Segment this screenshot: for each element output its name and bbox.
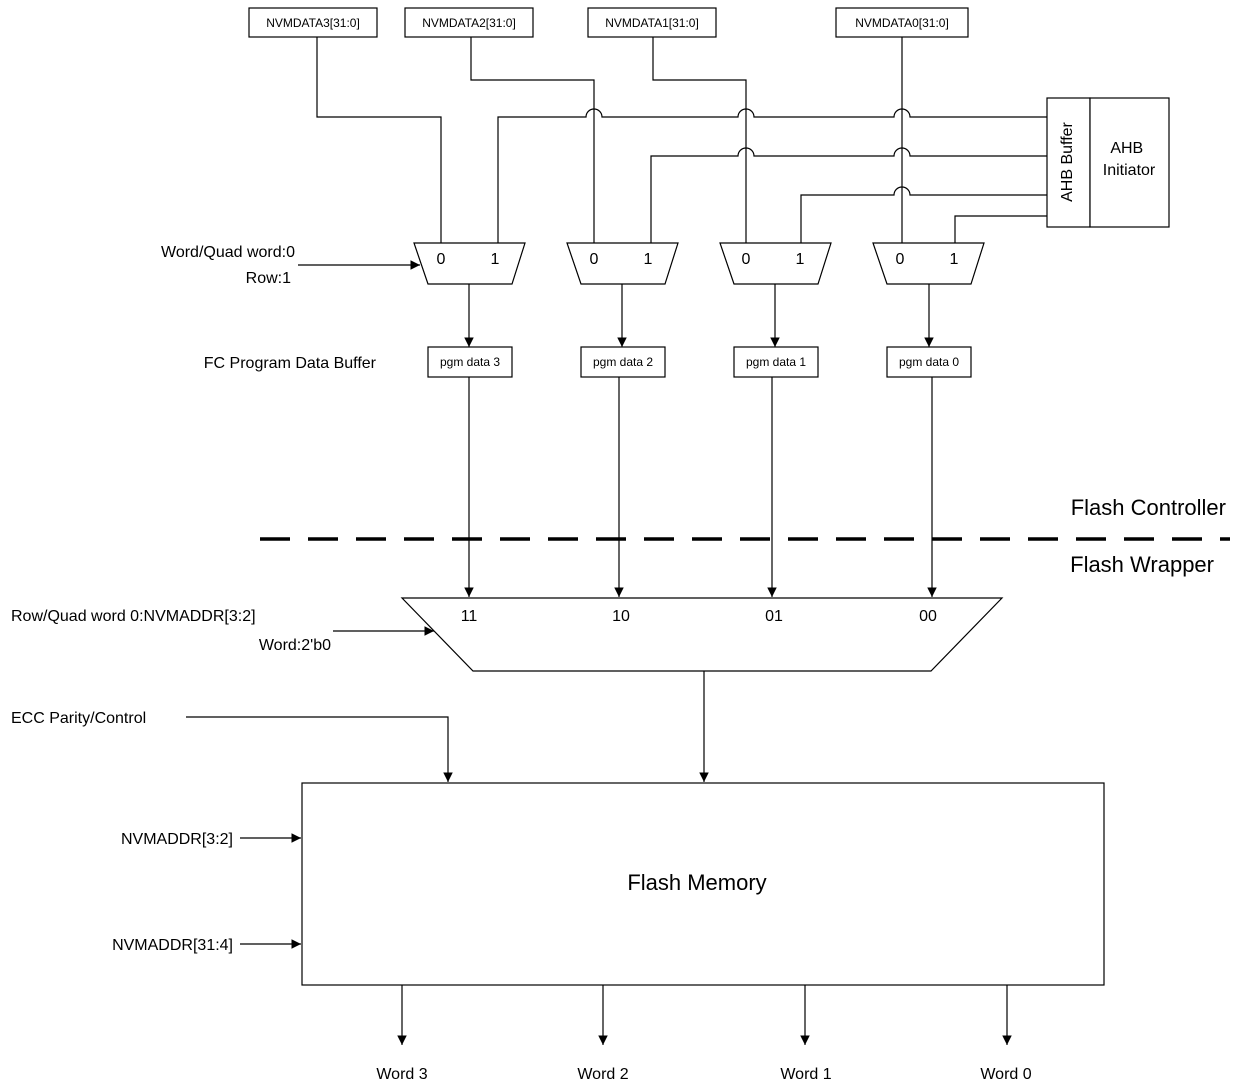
wordmux-input-00: 00 [919,608,937,625]
ahb-buffer-label: AHB Buffer [1059,121,1076,201]
ahb-initiator: AHB Initiator [1089,97,1170,228]
mux3-input-1: 1 [491,251,500,268]
word-mux: 11 10 01 00 [400,597,1004,672]
wordmux-control-label-2: Word:2'b0 [259,637,331,654]
word0-label: Word 0 [980,1066,1031,1083]
nvmdata3-register: NVMDATA3[31:0] [248,7,378,38]
word3-label: Word 3 [376,1066,427,1083]
pgm-data-2-label: pgm data 2 [593,355,653,369]
nvmdata2-wire [470,37,595,243]
pgm-data-2-cell: pgm data 2 [580,346,666,378]
nvmaddr-31-4-label: NVMADDR[31:4] [112,937,233,954]
nvmdata1-register: NVMDATA1[31:0] [587,7,717,38]
wordmux-input-01: 01 [765,608,783,625]
ahb-wire-0 [954,215,1047,243]
nvmdata1-wire [652,37,747,243]
nvmdata3-wire [316,37,442,243]
select-mux-0: 0 1 [872,242,985,285]
flash-memory-block: Flash Memory [301,782,1105,986]
mux0-input-1: 1 [950,251,959,268]
select-mux-3: 0 1 [413,242,526,285]
nvmdata1-label: NVMDATA1[31:0] [605,16,699,30]
mux2-input-0: 0 [590,251,599,268]
mux0-input-0: 0 [896,251,905,268]
wordmux-input-10: 10 [612,608,630,625]
nvmdata0-register: NVMDATA0[31:0] [835,7,969,38]
pgm-data-0-cell: pgm data 0 [886,346,972,378]
flash-memory-label: Flash Memory [627,870,766,895]
flash-wrapper-label: Flash Wrapper [1070,552,1214,577]
select-mux-2: 0 1 [566,242,679,285]
word2-label: Word 2 [577,1066,628,1083]
pgm-data-3-label: pgm data 3 [440,355,500,369]
mux1-input-1: 1 [796,251,805,268]
wordmux-control-label-1: Row/Quad word 0:NVMADDR[3:2] [11,608,256,625]
nvmdata0-label: NVMDATA0[31:0] [855,16,949,30]
word1-label: Word 1 [780,1066,831,1083]
nvmdata3-label: NVMDATA3[31:0] [266,16,360,30]
ahb-wire-3 [497,108,1047,243]
wordmux-input-11: 11 [461,608,478,625]
select-control-label-1: Word/Quad word:0 [161,244,295,261]
nvmdata2-label: NVMDATA2[31:0] [422,16,516,30]
nvmdata2-register: NVMDATA2[31:0] [404,7,534,38]
pgm-data-1-label: pgm data 1 [746,355,806,369]
flash-controller-label: Flash Controller [1071,495,1226,520]
ahb-initiator-label: AHB Initiator [1103,140,1156,179]
select-control-label-2: Row:1 [246,270,291,287]
ahb-wire-1 [800,186,1047,243]
program-buffer-label: FC Program Data Buffer [204,355,377,372]
ecc-label: ECC Parity/Control [11,710,146,727]
mux1-input-0: 0 [742,251,751,268]
nvmaddr-3-2-label: NVMADDR[3:2] [121,831,233,848]
pgm-data-3-cell: pgm data 3 [427,346,513,378]
pgm-data-1-cell: pgm data 1 [733,346,819,378]
ahb-wire-2 [650,147,1047,243]
ahb-buffer: AHB Buffer [1046,97,1091,228]
ecc-arrow [186,716,453,782]
pgm-data-0-label: pgm data 0 [899,355,959,369]
mux2-input-1: 1 [644,251,653,268]
select-mux-1: 0 1 [719,242,832,285]
mux3-input-0: 0 [437,251,446,268]
